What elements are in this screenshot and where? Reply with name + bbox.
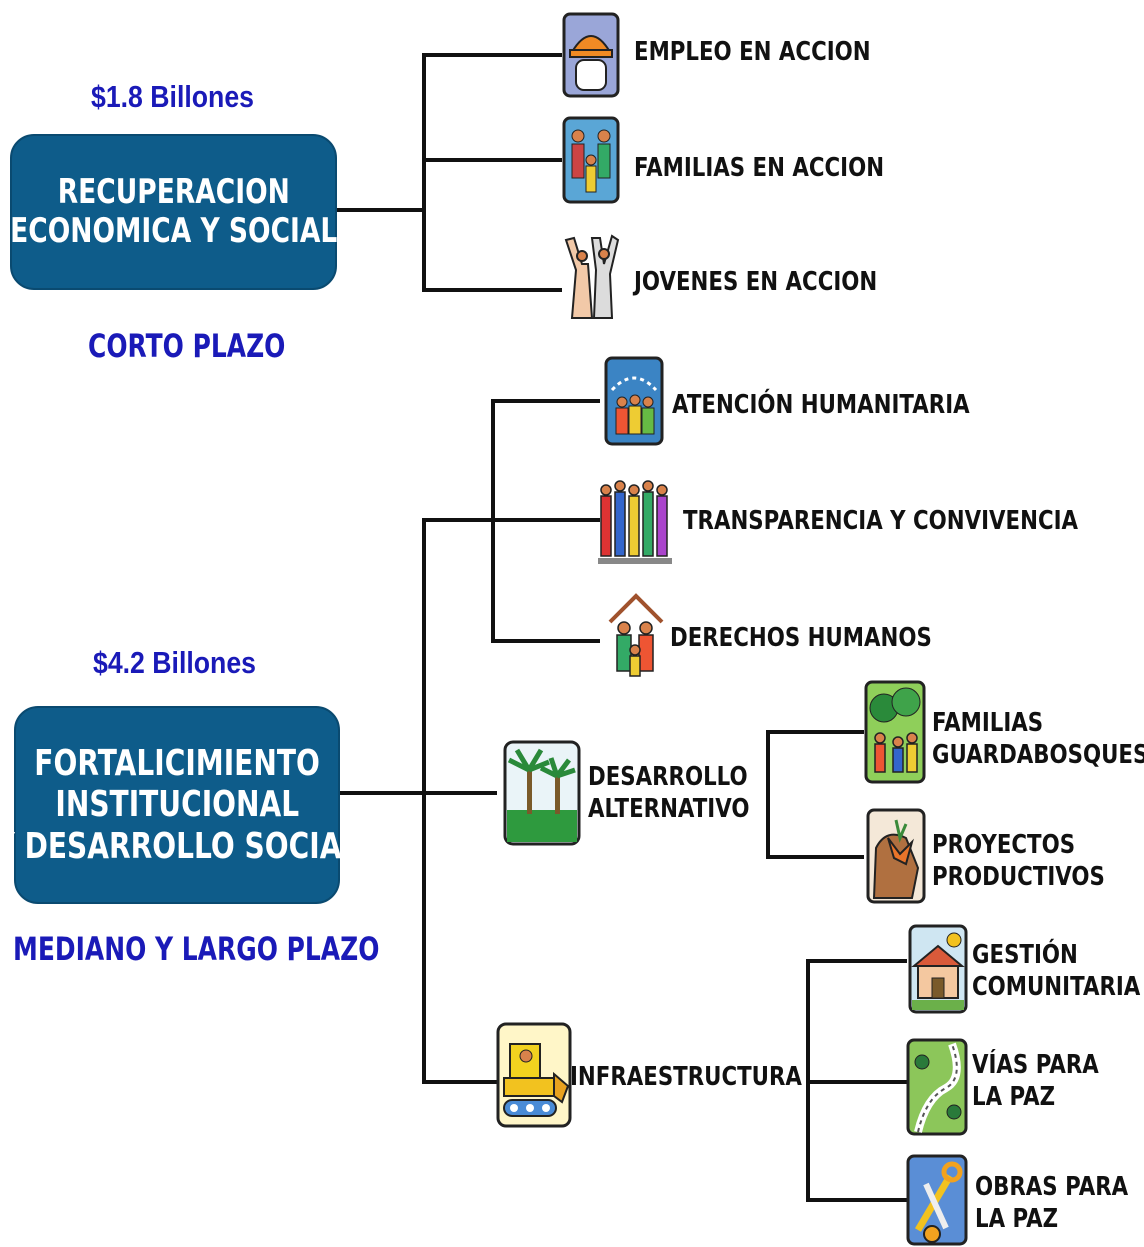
short-term-label: CORTO PLAZO (88, 327, 286, 365)
worker-helmet-icon (562, 12, 620, 98)
gestion-comunitaria-label: GESTIÓN COMUNITARIA (972, 940, 1140, 1003)
infraestructura-label: INFRAESTRUCTURA (570, 1062, 802, 1092)
desarrollo-line2: ALTERNATIVO (588, 793, 750, 824)
forest-family-icon (864, 680, 926, 784)
long-term-amount: $4.2 Billones (93, 645, 256, 680)
short-term-box: RECUPERACION ECONOMICA Y SOCIAL (10, 134, 337, 290)
program-derechos: DERECHOS HUMANOS (670, 623, 932, 653)
short-term-amount: $1.8 Billones (91, 79, 254, 114)
hand-produce-icon (866, 808, 926, 904)
gestion-line1: GESTIÓN (972, 940, 1078, 970)
gestion-line2: COMUNITARIA (972, 971, 1141, 1002)
proyectos-productivos-label: PROYECTOS PRODUCTIVOS (932, 830, 1105, 893)
short-term-title-line2: ECONOMICA Y SOCIAL (9, 211, 338, 251)
long-term-title-line1: FORTALICIMIENTO (34, 742, 320, 784)
tools-icon (906, 1154, 968, 1246)
palm-trees-icon (503, 740, 581, 846)
vias-line2: LA PAZ (972, 1081, 1056, 1112)
family-icon (562, 116, 620, 204)
long-term-title-line3: Y DESARROLLO SOCIAL (0, 825, 360, 867)
program-atencion: ATENCIÓN HUMANITARIA (672, 390, 970, 420)
human-rights-house-icon (608, 593, 664, 677)
guardabosques-line1: FAMILIAS (932, 708, 1044, 738)
long-term-box: FORTALICIMIENTO INSTITUCIONAL Y DESARROL… (0, 706, 359, 904)
program-jovenes: JOVENES EN ACCION (634, 267, 878, 297)
obras-line2: LA PAZ (975, 1203, 1059, 1234)
desarrollo-alternativo-label: DESARROLLO ALTERNATIVO (588, 762, 750, 825)
obras-line1: OBRAS PARA (975, 1172, 1129, 1202)
vias-paz-label: VÍAS PARA LA PAZ (972, 1050, 1099, 1113)
short-term-title-line1: RECUPERACION (57, 171, 290, 212)
obras-paz-label: OBRAS PARA LA PAZ (975, 1172, 1128, 1235)
guardabosques-line2: GUARDABOSQUES (932, 739, 1144, 770)
roads-map-icon (906, 1038, 968, 1136)
humanitarian-icon (604, 356, 664, 446)
vias-line1: VÍAS PARA (972, 1050, 1099, 1080)
youth-icon (564, 234, 620, 319)
long-term-title-line2: INSTITUCIONAL (55, 784, 299, 826)
program-empleo: EMPLEO EN ACCION (634, 37, 871, 67)
long-term-label: MEDIANO Y LARGO PLAZO (13, 930, 380, 968)
program-transparencia: TRANSPARENCIA Y CONVIVENCIA (683, 506, 1079, 536)
community-house-icon (908, 924, 968, 1014)
productivos-line1: PROYECTOS (932, 830, 1076, 860)
program-familias: FAMILIAS EN ACCION (634, 153, 885, 183)
familias-guardabosques-label: FAMILIAS GUARDABOSQUES (932, 708, 1144, 771)
desarrollo-line1: DESARROLLO (588, 762, 748, 792)
crowd-icon (598, 480, 672, 564)
bulldozer-icon (496, 1022, 572, 1128)
productivos-line2: PRODUCTIVOS (932, 861, 1105, 892)
